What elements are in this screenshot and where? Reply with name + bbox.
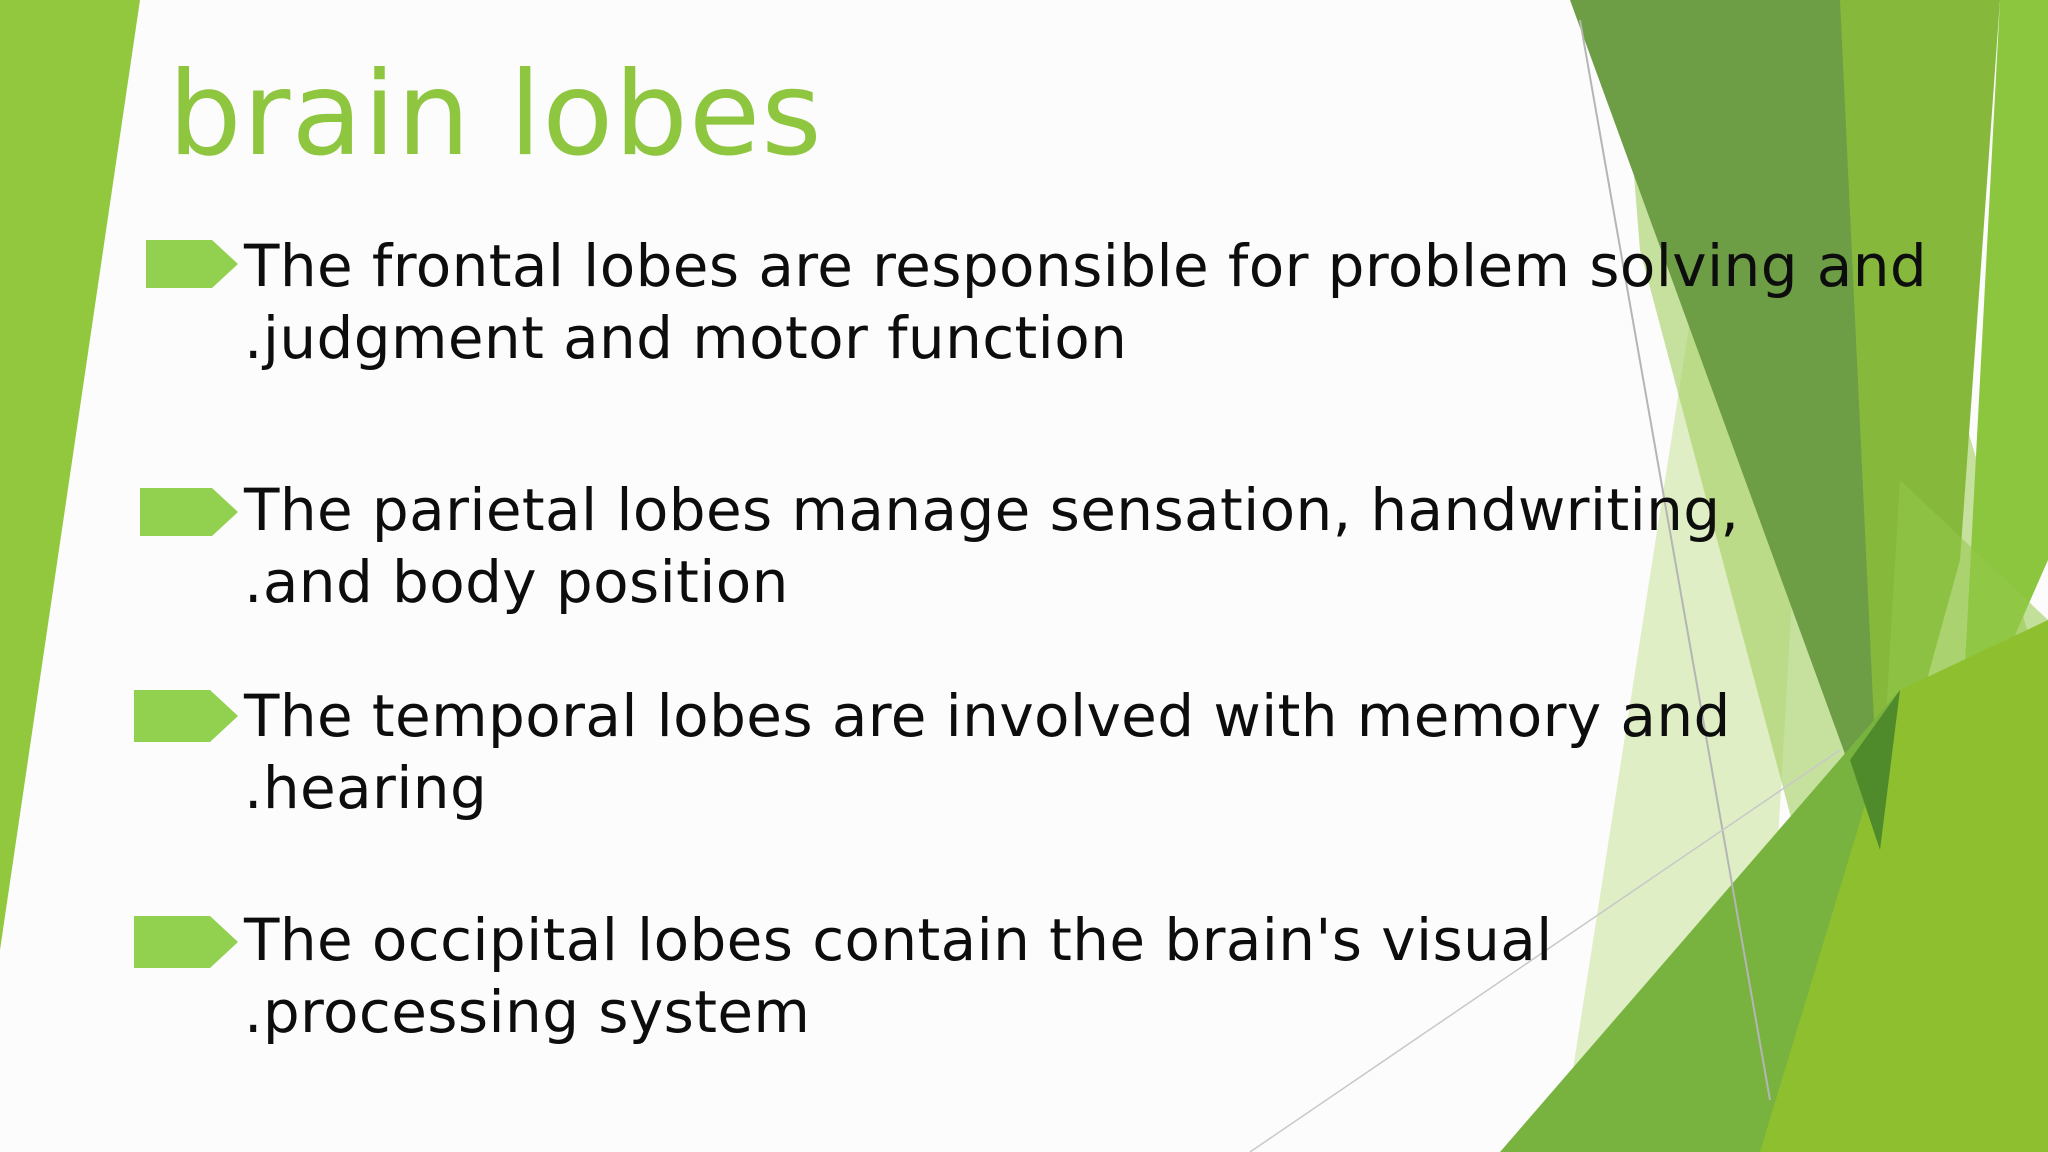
diagonal-thin-line-1 bbox=[1579, 19, 1771, 1101]
arrow-tag-icon bbox=[134, 690, 238, 742]
slide-title: brain lobes bbox=[168, 47, 823, 182]
bullet-temporal: The temporal lobes are involved with mem… bbox=[244, 680, 1804, 824]
dark-green-notch bbox=[1850, 690, 1900, 850]
bullet-text-line: .and body position bbox=[244, 548, 789, 616]
bottom-right-deep-green bbox=[1760, 620, 2048, 1152]
bullet-text-line: The frontal lobes are responsible for pr… bbox=[244, 232, 1928, 300]
arrow-tag-icon bbox=[146, 240, 238, 288]
bullet-text-line: The parietal lobes manage sensation, han… bbox=[244, 476, 1740, 544]
arrow-tag-icon bbox=[140, 488, 238, 536]
left-green-wedge bbox=[0, 0, 140, 950]
bullet-text-line: .processing system bbox=[244, 978, 811, 1046]
right-mid-green-band bbox=[1840, 0, 2000, 850]
bullet-occipital: The occipital lobes contain the brain's … bbox=[244, 904, 1804, 1048]
arrow-tag-icon bbox=[134, 916, 238, 968]
right-dark-green-wedge bbox=[1570, 0, 1930, 850]
bullet-text-line: .hearing bbox=[244, 754, 488, 822]
bullet-text-line: The occipital lobes contain the brain's … bbox=[244, 906, 1553, 974]
bullet-text-line: .judgment and motor function bbox=[244, 304, 1128, 372]
bullet-frontal: The frontal lobes are responsible for pr… bbox=[244, 230, 1928, 374]
bullet-parietal: The parietal lobes manage sensation, han… bbox=[244, 474, 1804, 618]
bullet-text-line: The temporal lobes are involved with mem… bbox=[244, 682, 1731, 750]
diagonal-thin-line-2 bbox=[1249, 749, 1841, 1152]
